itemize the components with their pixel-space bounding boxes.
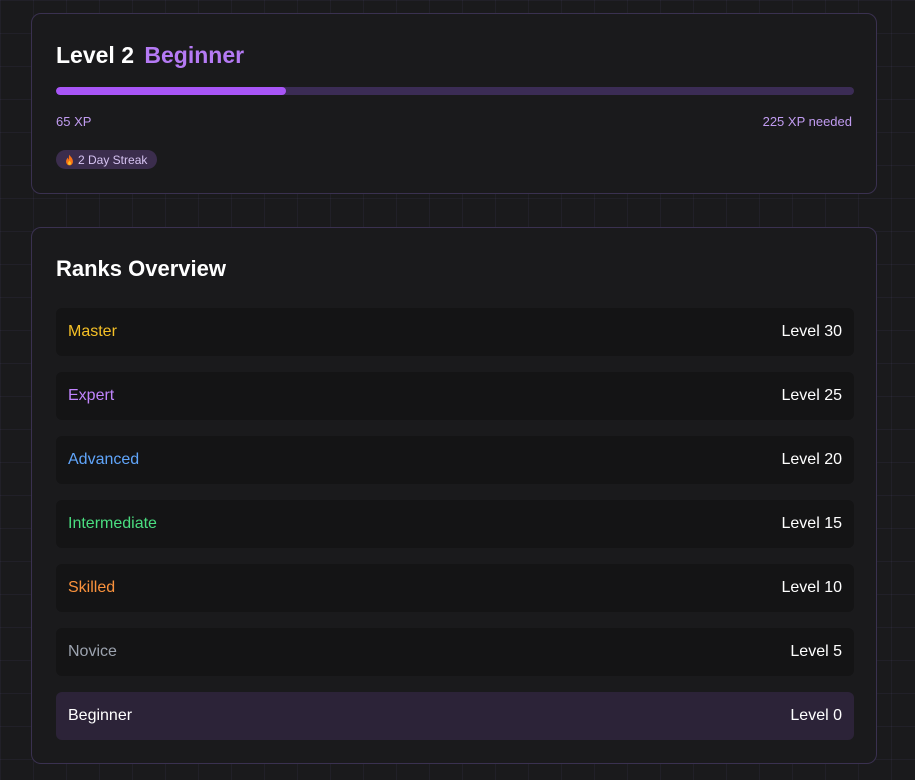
xp-progress-bar	[56, 87, 854, 95]
rank-name: Intermediate	[68, 515, 157, 532]
rank-name: Beginner	[68, 707, 133, 724]
ranks-title: Ranks Overview	[56, 256, 226, 281]
rank-level: Level 20	[781, 451, 843, 468]
xp-needed: 225 XP needed	[762, 114, 852, 129]
rank-row-skilled: Skilled Level 10	[56, 564, 854, 612]
rank-row-advanced: Advanced Level 20	[56, 436, 854, 484]
current-rank-name: Beginner	[144, 42, 245, 68]
rank-level: Level 0	[790, 707, 842, 724]
rank-row-expert: Expert Level 25	[56, 372, 854, 420]
fire-icon	[66, 154, 73, 165]
rank-name: Novice	[68, 643, 117, 660]
xp-current: 65 XP	[56, 114, 92, 129]
level-card: Level 2 Beginner 65 XP 225 XP needed 2 D…	[31, 13, 877, 194]
level-title: Level 2 Beginner	[56, 42, 244, 69]
rank-level: Level 15	[781, 515, 843, 532]
rank-row-intermediate: Intermediate Level 15	[56, 500, 854, 548]
rank-level: Level 5	[790, 643, 842, 660]
xp-progress-fill	[56, 87, 286, 95]
rank-level: Level 30	[781, 323, 843, 340]
rank-name: Skilled	[68, 579, 116, 596]
level-label: Level 2	[56, 42, 134, 68]
streak-badge: 2 Day Streak	[56, 150, 158, 169]
rank-level: Level 10	[781, 579, 843, 596]
rank-row-master: Master Level 30	[56, 308, 854, 356]
rank-name: Advanced	[68, 451, 140, 468]
rank-name: Expert	[68, 387, 115, 404]
rank-level: Level 25	[781, 387, 843, 404]
streak-label: 2 Day Streak	[78, 152, 148, 167]
rank-row-beginner: Beginner Level 0	[56, 692, 854, 740]
rank-name: Master	[68, 323, 117, 340]
rank-row-novice: Novice Level 5	[56, 628, 854, 676]
